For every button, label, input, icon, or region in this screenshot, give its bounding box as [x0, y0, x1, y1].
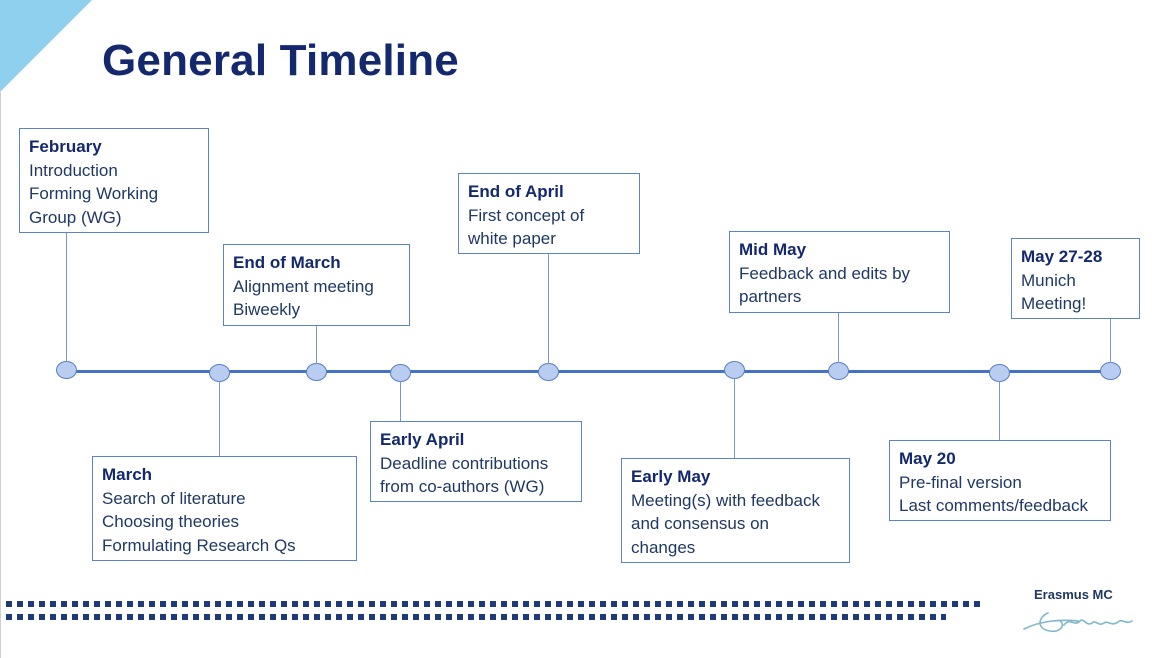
milestone-heading: March [102, 465, 153, 484]
milestone-line: and consensus on [631, 514, 769, 533]
timeline-stem-early-april [400, 381, 401, 422]
timeline-node-end-of-march [306, 363, 327, 381]
timeline-stem-end-of-march [316, 325, 317, 364]
milestone-line: Introduction [29, 160, 118, 180]
timeline-node-march [209, 364, 230, 382]
milestone-line: Formulating Research Qs [102, 535, 296, 555]
milestone-line: Forming Working [29, 184, 159, 203]
milestone-line: Pre-final version [899, 472, 1022, 492]
timeline-stem-february [66, 232, 67, 362]
milestone-heading: Mid May [739, 240, 807, 259]
milestone-line: First concept of [468, 205, 585, 225]
footer-dotted-rule-top [6, 601, 983, 607]
milestone-box-may-20: May 20 Pre-final version Last comments/f… [889, 440, 1111, 521]
timeline-axis [66, 370, 1111, 373]
timeline-node-early-may [724, 361, 745, 379]
milestone-line: Search of literature [102, 488, 246, 508]
timeline-stem-march [219, 381, 220, 457]
milestone-line: Choosing theories [102, 512, 240, 531]
milestone-line: Meeting(s) with feedback [631, 490, 820, 510]
milestone-line: Munich [1021, 270, 1076, 290]
milestone-box-may-27-28: May 27-28 Munich Meeting! [1011, 238, 1140, 319]
milestone-box-end-of-april: End of April First concept of white pape… [458, 173, 640, 254]
timeline-node-may-20 [989, 364, 1010, 382]
milestone-line: from co-authors (WG) [380, 477, 545, 496]
erasmus-signature-icon [1023, 612, 1133, 633]
milestone-heading: End of April [468, 182, 564, 201]
milestone-box-end-of-march: End of March Alignment meeting Biweekly [223, 244, 410, 326]
milestone-box-early-april: Early April Deadline contributions from … [370, 421, 582, 502]
erasmus-mc-logo: Erasmus MC [1020, 587, 1140, 637]
milestone-line: Alignment meeting [233, 276, 374, 296]
milestone-line: Feedback and edits by [739, 263, 911, 283]
timeline-stem-may-27-28 [1110, 318, 1111, 363]
timeline-node-mid-may [828, 362, 849, 380]
slide-title: General Timeline [102, 36, 459, 85]
milestone-line: Biweekly [233, 300, 301, 319]
milestone-heading: February [29, 137, 102, 156]
milestone-heading: Early April [380, 430, 465, 449]
footer-dotted-rule-bottom [6, 614, 946, 620]
milestone-heading: May 20 [899, 449, 956, 468]
milestone-line: partners [739, 287, 802, 306]
milestone-line: Deadline contributions [380, 453, 549, 473]
milestone-line: white paper [468, 229, 556, 248]
left-edge-rule [0, 92, 1, 658]
timeline-node-may-27-28 [1100, 362, 1121, 380]
logo-wordmark: Erasmus MC [1034, 587, 1113, 602]
timeline-node-end-of-april [538, 363, 559, 381]
timeline-stem-mid-may [838, 312, 839, 363]
timeline-stem-end-of-april [548, 253, 549, 364]
timeline-stem-may-20 [999, 381, 1000, 441]
milestone-box-mid-may: Mid May Feedback and edits by partners [729, 231, 950, 313]
milestone-heading: Early May [631, 467, 711, 486]
milestone-box-march: March Search of literature Choosing theo… [92, 456, 357, 561]
milestone-line: Last comments/feedback [899, 496, 1088, 515]
milestone-line: Meeting! [1021, 294, 1087, 313]
timeline-node-february [56, 361, 77, 379]
timeline-node-early-april [390, 364, 411, 382]
milestone-box-early-may: Early May Meeting(s) with feedback and c… [621, 458, 850, 563]
milestone-line: changes [631, 537, 696, 557]
milestone-line: Group (WG) [29, 207, 122, 227]
corner-accent-triangle [0, 0, 92, 92]
milestone-heading: End of March [233, 253, 341, 272]
timeline-stem-early-may [734, 378, 735, 459]
milestone-heading: May 27-28 [1021, 247, 1103, 266]
milestone-box-february: February Introduction Forming Working Gr… [19, 128, 209, 233]
